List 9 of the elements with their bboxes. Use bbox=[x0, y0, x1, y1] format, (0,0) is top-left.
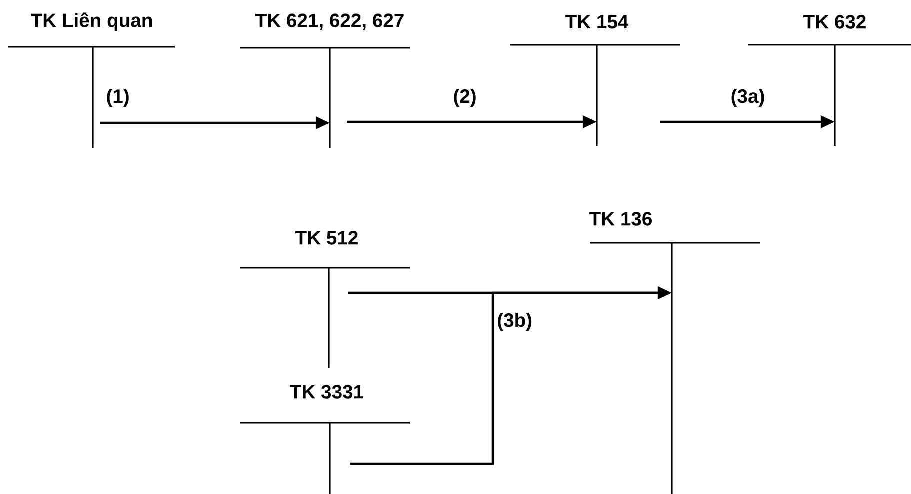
t-account: TK 621, 622, 627 bbox=[240, 14, 410, 148]
edge-label: (3a) bbox=[729, 87, 767, 109]
t-account: TK 154 bbox=[510, 15, 680, 146]
edge-label: (2) bbox=[451, 87, 479, 109]
t-account: TK 136 bbox=[590, 212, 760, 494]
edge-label: (3b) bbox=[495, 311, 534, 333]
t-account: TK 512 bbox=[240, 231, 410, 368]
edge-label: (1) bbox=[104, 87, 132, 109]
t-account: TK 3331 bbox=[240, 385, 410, 494]
